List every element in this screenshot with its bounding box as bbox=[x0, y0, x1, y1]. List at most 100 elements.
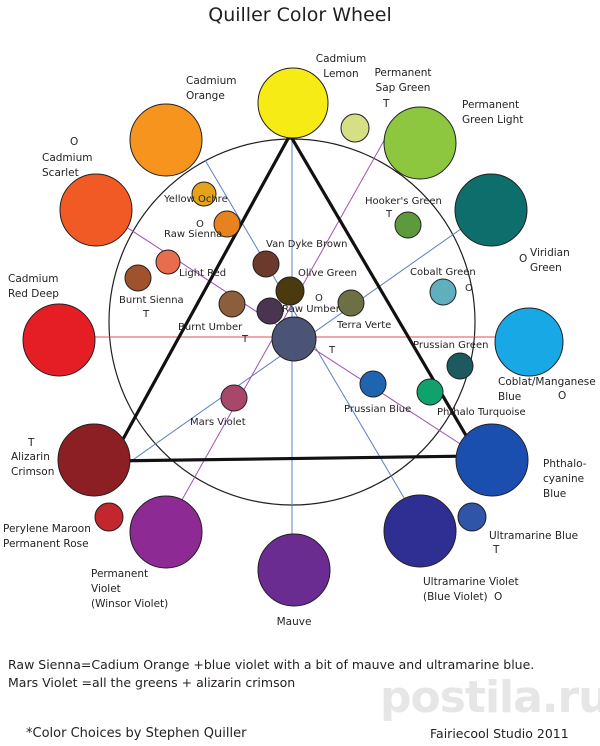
raw-sienna-mark: O bbox=[196, 219, 204, 230]
cadmium-orange-label: Orange bbox=[186, 90, 225, 102]
ultramarine-violet-mark: O bbox=[494, 591, 502, 603]
cadmium-scarlet-label: Cadmium bbox=[42, 152, 92, 164]
burnt-umber-label: Burnt Umber bbox=[178, 322, 243, 333]
burnt-sienna-swatch bbox=[124, 264, 152, 292]
van-dyke-brown-label: Van Dyke Brown bbox=[266, 239, 347, 250]
raw-sienna-label: Raw Sienna bbox=[164, 229, 222, 240]
ultramarine-blue-swatch bbox=[457, 502, 487, 532]
coblat-manganese-blue-swatch bbox=[494, 307, 564, 377]
raw-umber-mark: O bbox=[315, 293, 323, 304]
note-line: Mars Violet =all the greens + alizarin c… bbox=[8, 675, 296, 690]
prussian-green-swatch bbox=[446, 352, 474, 380]
credit-text: *Color Choices by Stephen Quiller bbox=[26, 726, 247, 741]
alizarin-crimson-label: Crimson bbox=[11, 466, 54, 478]
prussian-green-label: Prussian Green bbox=[413, 340, 488, 351]
perylene-maroon-label: Permanent Rose bbox=[3, 538, 89, 550]
studio-credit: Fairiecool Studio 2011 bbox=[430, 726, 569, 741]
phthalocyanine-blue-swatch bbox=[455, 423, 529, 497]
permanent-violet-label: Violet bbox=[91, 583, 121, 595]
terra-verte-mark: T bbox=[328, 345, 336, 356]
perylene-maroon-label: Perylene Maroon bbox=[3, 523, 91, 535]
permanent-green-light-label: Permanent bbox=[462, 99, 519, 111]
cadmium-scarlet-label: Scarlet bbox=[42, 167, 79, 179]
burnt-umber-swatch bbox=[218, 290, 246, 318]
permanent-violet-label: Permanent bbox=[91, 568, 148, 580]
mars-violet-label: Mars Violet bbox=[190, 417, 246, 428]
terra-verte-label: Terra Verte bbox=[336, 320, 391, 331]
cobalt-green-swatch bbox=[429, 278, 457, 306]
cadmium-scarlet-swatch bbox=[59, 173, 133, 247]
ultramarine-violet-swatch bbox=[383, 494, 457, 568]
light-red-label: Light Red bbox=[179, 268, 226, 279]
cadmium-red-deep-swatch bbox=[22, 303, 96, 377]
page-title: Quiller Color Wheel bbox=[208, 4, 392, 26]
coblat-manganese-blue-label: Blue bbox=[498, 391, 521, 403]
permanent-green-light-swatch bbox=[383, 106, 457, 180]
cobalt-green-mark: O bbox=[465, 283, 473, 294]
olive-green-swatch bbox=[275, 276, 305, 306]
ultramarine-blue-mark: T bbox=[492, 544, 500, 556]
hookers-green-mark: T bbox=[385, 209, 393, 220]
mars-violet-swatch bbox=[220, 384, 248, 412]
viridian-green-swatch bbox=[454, 173, 528, 247]
cadmium-orange-label: Cadmium bbox=[186, 75, 236, 87]
viridian-green-mark: O bbox=[519, 253, 527, 265]
yellow-ochre-swatch bbox=[191, 181, 217, 207]
center-neutral-swatch bbox=[271, 316, 317, 362]
light-red-swatch bbox=[155, 249, 181, 275]
viridian-green-label: Viridian bbox=[530, 247, 570, 259]
phthalocyanine-blue-label: Blue bbox=[543, 488, 566, 500]
ultramarine-violet-label: (Blue Violet) bbox=[423, 591, 488, 603]
cadmium-red-deep-label: Cadmium bbox=[8, 273, 58, 285]
permanent-sap-green-label: Sap Green bbox=[376, 82, 431, 94]
alizarin-crimson-label: Alizarin bbox=[11, 451, 50, 463]
cadmium-lemon-label: Lemon bbox=[323, 68, 358, 80]
permanent-violet-label: (Winsor Violet) bbox=[91, 598, 168, 610]
raw-sienna-swatch bbox=[213, 210, 241, 238]
permanent-sap-green-mark: T bbox=[382, 98, 390, 110]
primary-triangle bbox=[108, 131, 481, 463]
watermark-logo: postila.ru bbox=[380, 672, 600, 723]
phthalocyanine-blue-label: cyanine bbox=[543, 473, 584, 485]
prussian-blue-label: Prussian Blue bbox=[344, 404, 411, 415]
coblat-manganese-blue-mark: O bbox=[558, 390, 566, 402]
ultramarine-blue-label: Ultramarine Blue bbox=[489, 530, 578, 542]
prussian-blue-swatch bbox=[359, 370, 387, 398]
raw-umber-swatch bbox=[256, 297, 284, 325]
raw-umber-label: Raw Umber bbox=[282, 304, 341, 315]
cadmium-scarlet-mark: O bbox=[70, 136, 78, 148]
permanent-sap-green-swatch bbox=[340, 113, 370, 143]
cadmium-lemon-swatch bbox=[257, 67, 329, 139]
phthalo-turquoise-label: Phthalo Turquoise bbox=[437, 407, 526, 418]
alizarin-crimson-swatch bbox=[57, 423, 131, 497]
cadmium-orange-swatch bbox=[129, 103, 203, 177]
alizarin-crimson-mark: T bbox=[27, 437, 35, 449]
van-dyke-brown-swatch bbox=[252, 250, 280, 278]
yellow-ochre-label: Yellow Ochre bbox=[163, 194, 228, 205]
hookers-green-swatch bbox=[394, 211, 422, 239]
note-line: Raw Sienna=Cadium Orange +blue violet wi… bbox=[8, 657, 535, 672]
perylene-maroon-swatch bbox=[94, 502, 124, 532]
mauve-swatch bbox=[257, 533, 331, 607]
coblat-manganese-blue-label: Coblat/Manganese bbox=[498, 376, 596, 388]
cadmium-lemon-label: Cadmium bbox=[316, 53, 366, 65]
permanent-violet-swatch bbox=[129, 495, 203, 569]
ultramarine-violet-label: Ultramarine Violet bbox=[423, 576, 519, 588]
olive-green-label: Olive Green bbox=[298, 268, 357, 279]
phthalocyanine-blue-label: Phthalo- bbox=[543, 458, 587, 470]
cobalt-green-label: Cobalt Green bbox=[410, 267, 476, 278]
terra-verte-swatch bbox=[337, 289, 365, 317]
viridian-green-label: Green bbox=[530, 262, 562, 274]
mixing-notes: Raw Sienna=Cadium Orange +blue violet wi… bbox=[8, 656, 534, 692]
burnt-sienna-mark: T bbox=[142, 309, 150, 320]
hookers-green-label: Hooker's Green bbox=[365, 196, 442, 207]
mauve-label: Mauve bbox=[277, 616, 312, 628]
cadmium-red-deep-label: Red Deep bbox=[8, 288, 59, 300]
burnt-sienna-label: Burnt Sienna bbox=[119, 295, 184, 306]
phthalo-turquoise-swatch bbox=[416, 378, 444, 406]
permanent-sap-green-label: Permanent bbox=[374, 67, 431, 79]
burnt-umber-mark: T bbox=[241, 334, 249, 345]
